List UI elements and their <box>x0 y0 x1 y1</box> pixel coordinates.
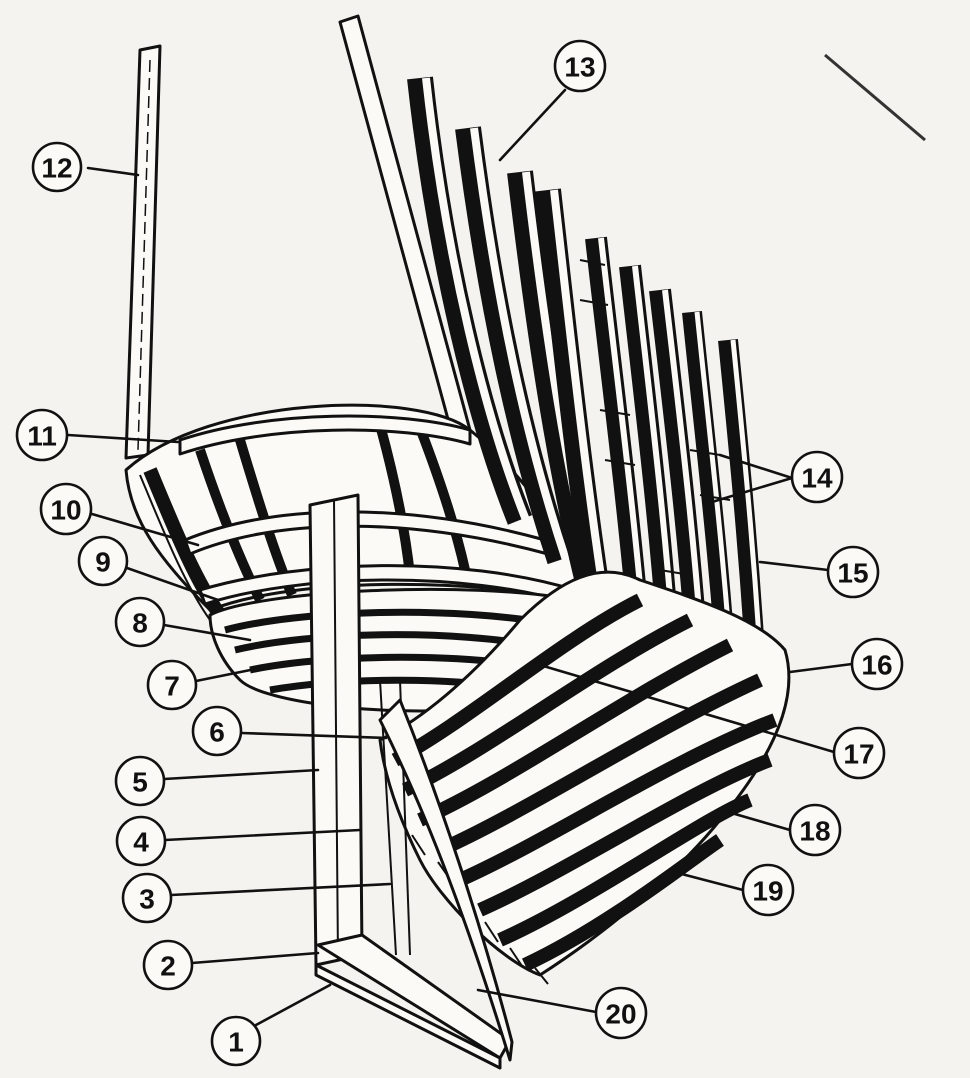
hull-planking <box>378 570 791 985</box>
callout-circle-18 <box>788 803 842 857</box>
callouts: 12 13 11 10 9 8 7 6 5 <box>15 39 904 1067</box>
callout-circle-7 <box>146 659 198 711</box>
callout-circle-19 <box>741 863 795 917</box>
callout-8: 8 <box>132 608 148 639</box>
callout-3: 3 <box>139 884 155 915</box>
callout-4: 4 <box>133 827 149 858</box>
callout-circle-10 <box>39 482 93 536</box>
callout-10: 10 <box>50 495 81 526</box>
callout-circle-8 <box>114 596 166 648</box>
callout-circle-14 <box>790 450 844 504</box>
callout-circle-16 <box>850 637 904 691</box>
tall-post <box>124 44 162 460</box>
callout-13: 13 <box>564 52 595 83</box>
callout-circle-3 <box>121 872 173 924</box>
callout-15: 15 <box>837 558 868 589</box>
callout-circle-15 <box>826 545 880 599</box>
callout-circle-12 <box>31 141 83 193</box>
callout-9: 9 <box>95 547 111 578</box>
callout-circle-5 <box>114 755 166 807</box>
callout-circle-9 <box>77 535 129 587</box>
callout-circle-17 <box>832 726 886 780</box>
callout-2: 2 <box>160 951 176 982</box>
transom-frame <box>124 403 579 621</box>
callout-circle-2 <box>142 939 194 991</box>
callout-circle-13 <box>553 39 607 93</box>
callout-1: 1 <box>228 1027 244 1058</box>
scan-mark <box>824 53 926 142</box>
callout-circle-4 <box>115 815 167 867</box>
callout-6: 6 <box>209 717 225 748</box>
callout-17: 17 <box>843 739 874 770</box>
callout-circle-20 <box>594 986 648 1040</box>
callout-circle-11 <box>15 408 69 462</box>
callout-circle-1 <box>210 1015 262 1067</box>
callout-5: 5 <box>132 767 148 798</box>
keel-assembly <box>308 493 514 1070</box>
callout-12: 12 <box>41 153 72 184</box>
callout-16: 16 <box>861 650 892 681</box>
callout-11: 11 <box>27 421 57 452</box>
callout-19: 19 <box>752 876 783 907</box>
callout-circle-6 <box>191 705 243 757</box>
callout-7: 7 <box>164 671 180 702</box>
callout-18: 18 <box>799 816 830 847</box>
callout-14: 14 <box>801 463 833 494</box>
callout-20: 20 <box>605 999 636 1030</box>
